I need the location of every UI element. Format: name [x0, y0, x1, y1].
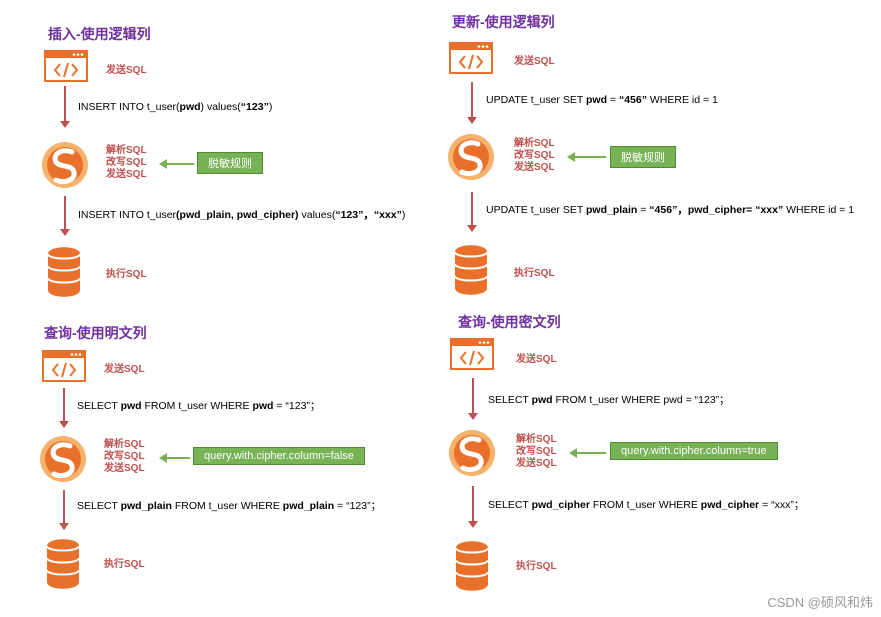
flow-arrow [468, 378, 478, 420]
execute-sql-label: 执行SQL [106, 269, 147, 280]
sql-rewritten: UPDATE t_user SET pwd_plain = “456”，pwd_… [486, 204, 855, 216]
rule-box: 脱敏规则 [197, 152, 263, 174]
send-sql-label: 发送SQL [516, 354, 557, 365]
panel-title: 查询-使用密文列 [458, 314, 561, 330]
panel-title: 插入-使用逻辑列 [48, 26, 151, 42]
watermark: CSDN @硕风和炜 [767, 595, 873, 610]
shardingsphere-logo-icon [40, 436, 86, 482]
code-window-icon [44, 50, 88, 82]
flow-arrow [467, 192, 477, 232]
flow-arrow [60, 86, 70, 128]
execute-sql-label: 执行SQL [514, 268, 555, 279]
rule-arrow [159, 453, 190, 463]
code-window-icon [42, 350, 86, 382]
shardingsphere-logo-icon [449, 430, 495, 476]
execute-sql-label: 执行SQL [104, 559, 145, 570]
execute-sql-label: 执行SQL [516, 561, 557, 572]
send-sql-label: 发送SQL [106, 65, 147, 76]
rule-arrow [567, 152, 606, 162]
send-sql-label: 发送SQL [514, 56, 555, 67]
sql-rewritten: SELECT pwd_cipher FROM t_user WHERE pwd_… [488, 499, 805, 511]
sql-rewritten: SELECT pwd_plain FROM t_user WHERE pwd_p… [77, 500, 382, 512]
rule-arrow [159, 159, 194, 169]
flow-arrow [468, 486, 478, 528]
sql-original: SELECT pwd FROM t_user WHERE pwd = “123”… [77, 400, 321, 412]
rule-arrow [569, 448, 606, 458]
shardingsphere-logo-icon [42, 142, 88, 188]
rule-box: 脱敏规则 [610, 146, 676, 168]
sql-original: SELECT pwd FROM t_user WHERE pwd = “123”… [488, 394, 730, 406]
rule-box: query.with.cipher.column=true [610, 442, 778, 460]
flow-arrow [59, 490, 69, 530]
panel-title: 更新-使用逻辑列 [452, 14, 555, 30]
shardingsphere-logo-icon [448, 134, 494, 180]
flow-arrow [467, 82, 477, 124]
send-sql-label: 发送SQL [104, 364, 145, 375]
rule-box: query.with.cipher.column=false [193, 447, 365, 465]
code-window-icon [449, 42, 493, 74]
database-icon [46, 539, 80, 589]
sql-original: UPDATE t_user SET pwd = “456” WHERE id =… [486, 94, 718, 106]
panel-title: 查询-使用明文列 [44, 325, 147, 341]
database-icon [47, 247, 81, 297]
flow-arrow [60, 196, 70, 236]
sql-original: INSERT INTO t_user(pwd) values(“123”) [78, 101, 273, 113]
database-icon [454, 245, 488, 295]
sql-rewritten: INSERT INTO t_user(pwd_plain, pwd_cipher… [78, 209, 406, 221]
code-window-icon [450, 338, 494, 370]
database-icon [455, 541, 489, 591]
flow-arrow [59, 388, 69, 428]
